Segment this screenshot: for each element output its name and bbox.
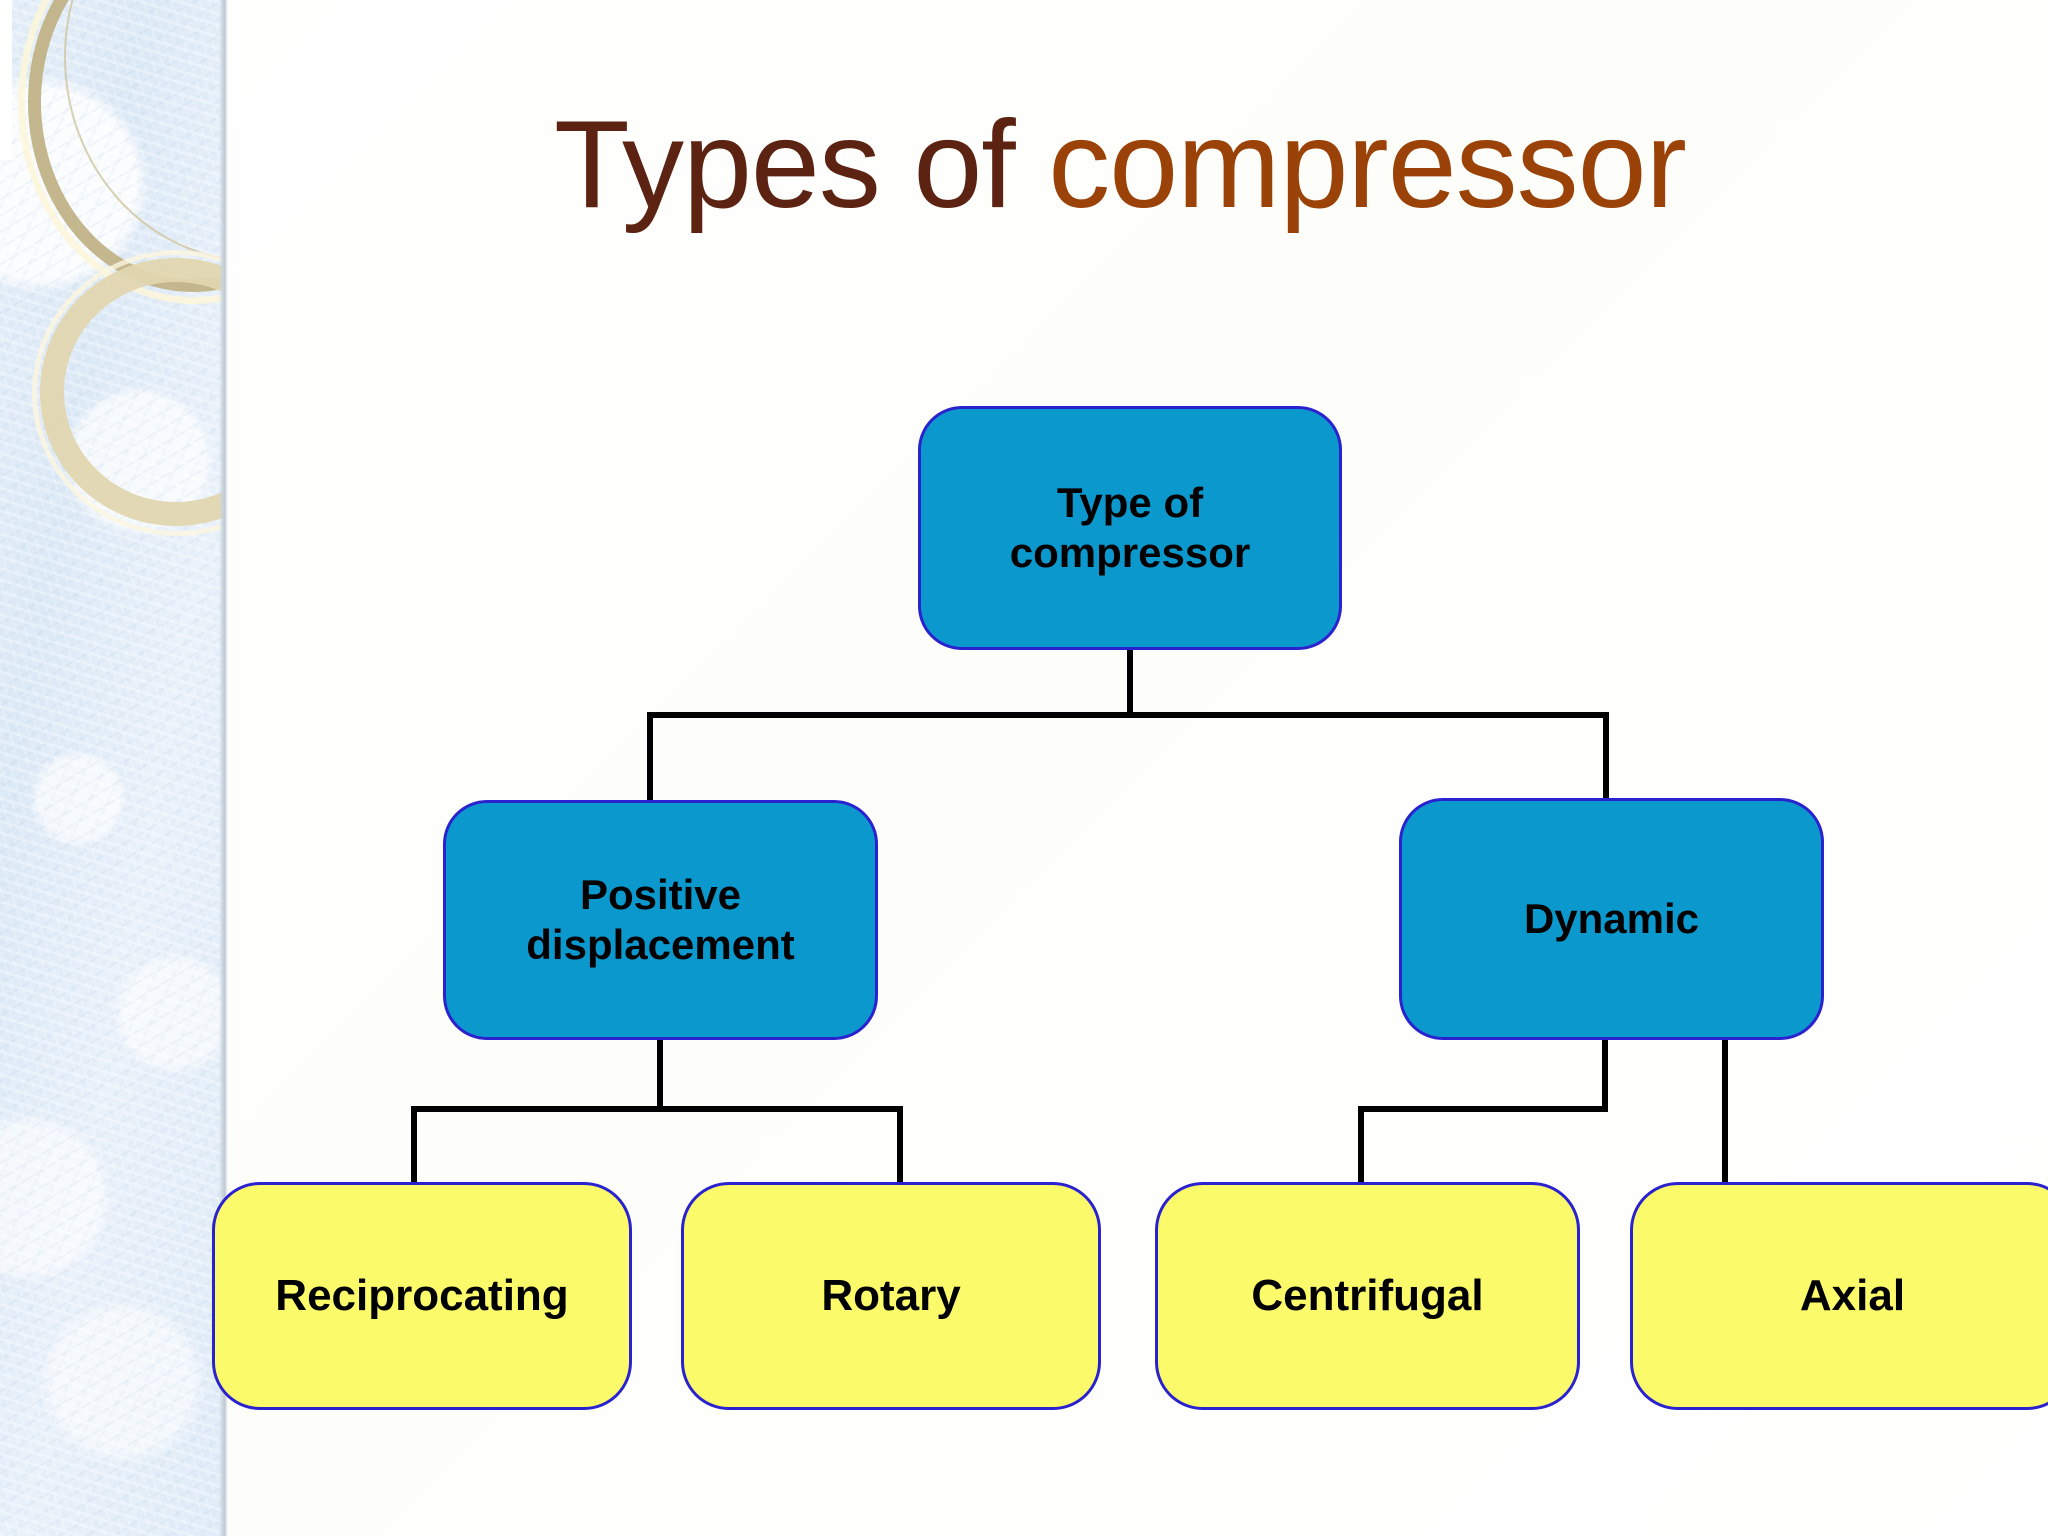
connector-to-centrifugal xyxy=(1358,1106,1364,1186)
node-positive-label-line2: displacement xyxy=(526,921,795,968)
title-segment-accent: compressor xyxy=(1048,96,1687,234)
node-centrifugal[interactable]: Centrifugal xyxy=(1155,1182,1580,1410)
connector-axial-stem xyxy=(1722,1038,1728,1188)
node-axial-label: Axial xyxy=(1799,1271,1906,1321)
page-title: Types of compressor xyxy=(240,96,2000,235)
node-root-label-line2: compressor xyxy=(1009,529,1251,576)
connector-positive-bus xyxy=(411,1106,903,1112)
connector-positive-stem xyxy=(657,1038,663,1108)
title-segment-primary: Types of xyxy=(554,96,1049,234)
connector-root-stem xyxy=(1127,648,1133,714)
node-dynamic-label: Dynamic xyxy=(1523,895,1700,943)
connector-to-positive xyxy=(647,712,653,802)
node-rotary[interactable]: Rotary xyxy=(681,1182,1101,1410)
connector-to-dynamic xyxy=(1603,712,1609,802)
node-dynamic[interactable]: Dynamic xyxy=(1399,798,1824,1040)
node-positive-label-line1: Positive xyxy=(579,871,742,919)
connector-level1-bus xyxy=(647,712,1609,718)
decorative-left-band xyxy=(0,0,228,1536)
connector-to-reciprocating xyxy=(411,1106,417,1186)
connector-centrifugal-bus xyxy=(1358,1106,1608,1112)
node-reciprocating[interactable]: Reciprocating xyxy=(212,1182,632,1410)
node-rotary-label: Rotary xyxy=(821,1271,961,1321)
band-right-edge xyxy=(219,0,228,1536)
connector-centrifugal-stem xyxy=(1602,1038,1608,1110)
connector-to-rotary xyxy=(897,1106,903,1186)
node-reciprocating-label: Reciprocating xyxy=(275,1271,569,1321)
node-axial[interactable]: Axial xyxy=(1630,1182,2048,1410)
node-centrifugal-label: Centrifugal xyxy=(1251,1271,1484,1321)
band-corner-notch xyxy=(0,0,12,160)
node-root-label-line1: Type of xyxy=(1056,479,1204,527)
